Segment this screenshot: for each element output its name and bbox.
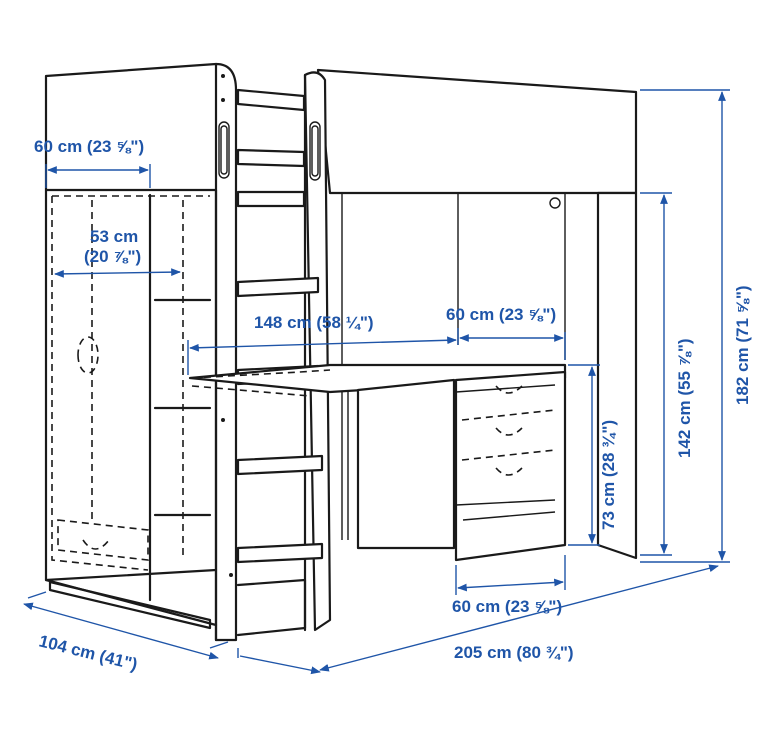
label-total-height: 182 cm (71 ⅝") xyxy=(733,285,752,405)
label-clearance-height: 142 cm (55 ⅞") xyxy=(675,338,694,458)
label-inner-width-cm: 53 cm xyxy=(90,227,138,246)
label-total-length: 205 cm (80 ¾") xyxy=(454,643,574,662)
label-drawer-depth: 60 cm (23 ⅝") xyxy=(452,597,562,616)
desk-unit xyxy=(188,363,567,562)
rear-right-post xyxy=(596,191,638,560)
label-desk-width: 148 cm (58 ¼") xyxy=(254,313,374,332)
ladder-handle-icon xyxy=(309,121,321,181)
label-wardrobe-depth: 60 cm (23 ⅝") xyxy=(34,137,144,156)
label-inner-width-in: (20 ⅞") xyxy=(84,247,141,266)
label-desk-height: 73 cm (28 ¾") xyxy=(599,420,618,530)
rear-top-rail xyxy=(316,68,638,195)
dimension-lines xyxy=(23,89,730,675)
rear-knob-icon xyxy=(549,197,561,209)
loft-bed-structure xyxy=(44,62,638,642)
label-desk-depth: 60 cm (23 ⅝") xyxy=(446,305,556,324)
left-handle-icon xyxy=(218,121,230,179)
label-total-depth: 104 cm (41") xyxy=(37,631,139,674)
